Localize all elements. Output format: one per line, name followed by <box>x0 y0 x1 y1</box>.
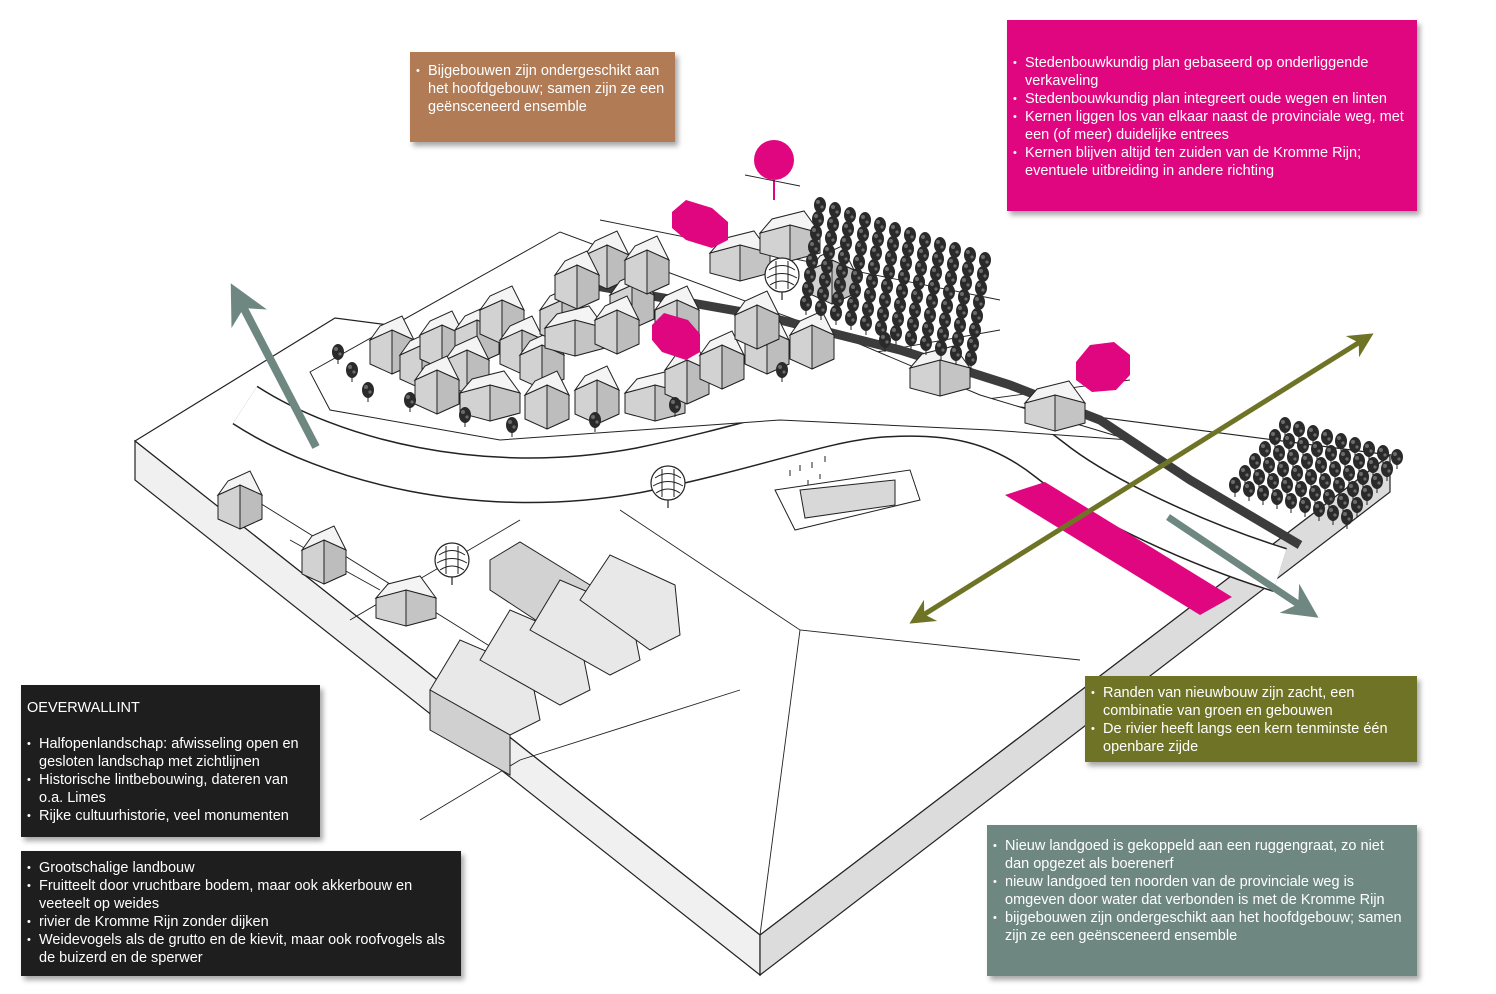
annotation-oeverwallint: OEVERWALLINT Halfopenlandschap: afwissel… <box>21 685 320 837</box>
annotation-soft-edges: Randen van nieuwbouw zijn zacht, een com… <box>1085 676 1417 762</box>
annotation-item: Stedenbouwkundig plan gebaseerd op onder… <box>1013 54 1407 90</box>
estate-building <box>774 456 921 531</box>
annotation-item: bijgebouwen zijn ondergeschikt aan het h… <box>993 909 1409 945</box>
tree-icon <box>889 324 903 346</box>
annotation-item: Nieuw landgoed is gekoppeld aan een rugg… <box>993 837 1409 873</box>
annotation-list: Grootschalige landbouw Fruitteelt door v… <box>27 859 453 967</box>
annotation-outbuildings: Bijgebouwen zijn ondergeschikt aan het h… <box>410 52 675 142</box>
annotation-title: OEVERWALLINT <box>27 700 140 716</box>
annotation-item: De rivier heeft langs een kern tenminste… <box>1091 720 1409 756</box>
annotation-item: Rijke cultuurhistorie, veel monumenten <box>27 807 312 825</box>
annotation-agriculture: Grootschalige landbouw Fruitteelt door v… <box>21 851 461 976</box>
map-pin-icon <box>744 140 801 200</box>
annotation-item: nieuw landgoed ten noorden van de provin… <box>993 873 1409 909</box>
annotation-item: Kernen blijven altijd ten zuiden van de … <box>1013 144 1407 180</box>
arrow-icon <box>230 283 320 449</box>
annotation-item: Fruitteelt door vruchtbare bodem, maar o… <box>27 877 453 913</box>
annotation-item: Randen van nieuwbouw zijn zacht, een com… <box>1091 684 1409 720</box>
annotation-list: Halfopenlandschap: afwisseling open en g… <box>27 735 312 825</box>
annotation-list: Bijgebouwen zijn ondergeschikt aan het h… <box>416 62 667 116</box>
annotation-item: Bijgebouwen zijn ondergeschikt aan het h… <box>416 62 667 116</box>
tree-icon <box>859 314 873 336</box>
annotation-item: Grootschalige landbouw <box>27 859 453 877</box>
annotation-list: Nieuw landgoed is gekoppeld aan een rugg… <box>993 837 1409 945</box>
annotation-item: Historische lintbebouwing, dateren van o… <box>27 771 312 807</box>
annotation-item: Stedenbouwkundig plan integreert oude we… <box>1013 90 1407 108</box>
annotation-item: Weidevogels als de grutto en de kievit, … <box>27 931 453 967</box>
annotation-list: Randen van nieuwbouw zijn zacht, een com… <box>1091 684 1409 756</box>
house-icon <box>1076 342 1130 392</box>
annotation-urban-plan: Stedenbouwkundig plan gebaseerd op onder… <box>1007 20 1417 211</box>
tree-icon <box>844 309 858 331</box>
annotation-item: Halfopenlandschap: afwisseling open en g… <box>27 735 312 771</box>
tree-icon <box>799 294 813 316</box>
house-icon <box>652 313 700 360</box>
annotation-item: Kernen liggen los van elkaar naast de pr… <box>1013 108 1407 144</box>
annotation-list: Stedenbouwkundig plan gebaseerd op onder… <box>1013 54 1407 180</box>
tree-icon <box>1390 448 1404 470</box>
house-icon <box>672 200 728 248</box>
tree-icon <box>829 304 843 326</box>
annotation-item: rivier de Kromme Rijn zonder dijken <box>27 913 453 931</box>
annotation-new-estate: Nieuw landgoed is gekoppeld aan een rugg… <box>987 825 1417 976</box>
arrow-icon <box>909 333 1374 624</box>
farm-buildings <box>217 470 681 776</box>
